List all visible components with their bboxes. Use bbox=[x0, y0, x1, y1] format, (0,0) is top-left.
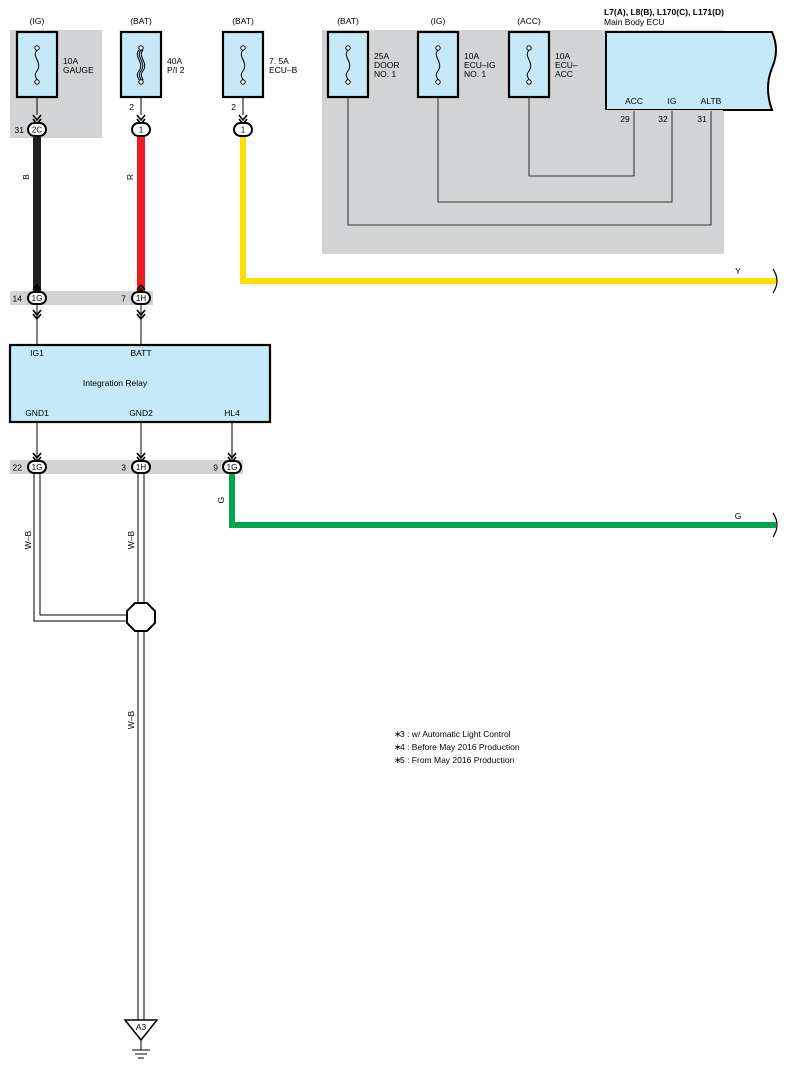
fuse-ecu-acc-rating: 10A bbox=[555, 51, 570, 61]
wire-label-wb-lower: W–B bbox=[126, 710, 136, 729]
wire-green bbox=[229, 473, 776, 528]
connector-2c: 2C 31 bbox=[15, 122, 47, 137]
connector-1h-7-pin: 7 bbox=[121, 294, 126, 304]
relay-pin-ig1: IG1 bbox=[30, 348, 44, 358]
fuse-pi2-pin: 2 bbox=[129, 102, 134, 112]
fuse-ecu-acc-supply: (ACC) bbox=[517, 16, 541, 26]
fuse-gauge-supply: (IG) bbox=[30, 16, 45, 26]
ecu-pin-altb-number: 31 bbox=[697, 114, 707, 124]
footnote-1-marker: ∗ bbox=[394, 729, 402, 739]
main-body-ecu: L7(A), L8(B), L170(C), L171(D) Main Body… bbox=[604, 7, 777, 136]
fuse-ecu-b: (BAT) 7. 5A ECU–B 2 bbox=[221, 16, 298, 115]
fuse-pi2-rating: 40A bbox=[167, 56, 182, 66]
footnote-3: 5 : From May 2016 Production bbox=[400, 755, 515, 765]
wire-label-green-vertical: G bbox=[216, 497, 226, 504]
wire-label-wb-mid: W–B bbox=[126, 530, 136, 549]
fuse-ecu-acc-name-line2: ACC bbox=[555, 69, 573, 79]
fuse-door-name-line1: DOOR bbox=[374, 60, 400, 70]
relay-pin-batt: BATT bbox=[130, 348, 151, 358]
footnote-1: 3 : w/ Automatic Light Control bbox=[400, 729, 511, 739]
connector-2c-pin: 31 bbox=[15, 125, 25, 135]
connector-2c-code: 2C bbox=[32, 126, 42, 135]
wire-label-yellow: Y bbox=[735, 266, 741, 276]
wire-label-red: R bbox=[125, 174, 135, 180]
fuse-door-no1: (BAT) 25A DOOR NO. 1 bbox=[326, 16, 400, 99]
ecu-circuit-lines bbox=[347, 97, 712, 226]
fuse-ecu-b-rating: 7. 5A bbox=[269, 56, 289, 66]
ecu-pin-ig-number: 32 bbox=[658, 114, 668, 124]
ecu-connector-codes: L7(A), L8(B), L170(C), L171(D) bbox=[604, 7, 724, 17]
fuse-gauge-rating: 10A bbox=[63, 56, 78, 66]
connector-1h-7: 1H 7 bbox=[121, 291, 151, 305]
relay-name: Integration Relay bbox=[83, 378, 148, 388]
footnotes: 3 : w/ Automatic Light Control 4 : Befor… bbox=[394, 729, 520, 765]
integration-relay: Integration Relay IG1 BATT GND1 GND2 HL4 bbox=[8, 343, 272, 424]
connector-1h-3-pin: 3 bbox=[121, 463, 126, 473]
fuse-ecu-acc: (ACC) 10A ECU– ACC bbox=[507, 16, 578, 99]
ground-point: A3 bbox=[123, 1019, 159, 1059]
fuse-pi2-name: P/I 2 bbox=[167, 65, 185, 75]
ecu-pin-ig-label: IG bbox=[668, 96, 677, 106]
relay-links bbox=[36, 305, 233, 460]
connector-ecub-code: 1 bbox=[241, 126, 246, 135]
ground-point-label: A3 bbox=[136, 1022, 147, 1032]
ecu-name: Main Body ECU bbox=[604, 17, 664, 27]
footnote-2-marker: ∗ bbox=[394, 742, 402, 752]
fuse-ecu-ig-name-line1: ECU–IG bbox=[464, 60, 496, 70]
wire-label-green: G bbox=[735, 511, 742, 521]
connector-pi2-1: 1 bbox=[131, 122, 151, 137]
ecu-pin-acc-number: 29 bbox=[620, 114, 630, 124]
connector-1g-22-pin: 22 bbox=[13, 463, 23, 473]
connector-band-low bbox=[10, 460, 243, 474]
connector-1g-22: 1G 22 bbox=[13, 460, 47, 474]
connector-1g-9: 1G 9 bbox=[213, 460, 242, 474]
wire-yellow bbox=[240, 137, 776, 284]
wire-green-break bbox=[772, 512, 778, 538]
connector-1h-3: 1H 3 bbox=[121, 460, 151, 474]
relay-pin-gnd2: GND2 bbox=[129, 408, 153, 418]
fuse-pi2: (BAT) 40A P/I 2 2 bbox=[119, 16, 185, 115]
fuse-ecu-acc-name-line1: ECU– bbox=[555, 60, 578, 70]
wire-label-wb-left: W–B bbox=[23, 530, 33, 549]
connector-pi2-code: 1 bbox=[139, 126, 144, 135]
connector-1g-9-code: 1G bbox=[227, 463, 238, 472]
wire-yellow-break bbox=[772, 268, 778, 294]
fuse-door-name-line2: NO. 1 bbox=[374, 69, 396, 79]
fuse-ecu-ig-rating: 10A bbox=[464, 51, 479, 61]
fuse-ecu-b-name: ECU–B bbox=[269, 65, 298, 75]
fuse-ecu-ig-name-line2: NO. 1 bbox=[464, 69, 486, 79]
connector-1g-9-pin: 9 bbox=[213, 463, 218, 473]
fuse-door-supply: (BAT) bbox=[337, 16, 359, 26]
connector-1h-7-code: 1H bbox=[136, 294, 146, 303]
connector-1h-3-code: 1H bbox=[136, 463, 146, 472]
ecu-pin-acc-label: ACC bbox=[625, 96, 643, 106]
connector-1g-14: 1G 14 bbox=[13, 291, 47, 305]
fuse-gauge: (IG) 10A GAUGE bbox=[15, 16, 94, 115]
fuse-door-rating: 25A bbox=[374, 51, 389, 61]
wire-label-black: B bbox=[21, 174, 31, 180]
fuse-ecu-ig-no1: (IG) 10A ECU–IG NO. 1 bbox=[416, 16, 496, 99]
connector-1g-14-code: 1G bbox=[32, 294, 43, 303]
footnote-2: 4 : Before May 2016 Production bbox=[400, 742, 520, 752]
relay-pin-gnd1: GND1 bbox=[25, 408, 49, 418]
fuse-pi2-supply: (BAT) bbox=[130, 16, 152, 26]
fuse-ecu-ig-supply: (IG) bbox=[431, 16, 446, 26]
connector-1g-22-code: 1G bbox=[32, 463, 43, 472]
fuse-ecu-b-pin: 2 bbox=[231, 102, 236, 112]
fuse-ecu-b-supply: (BAT) bbox=[232, 16, 254, 26]
relay-pin-hl4: HL4 bbox=[224, 408, 240, 418]
ground-splice-junction bbox=[126, 602, 156, 632]
connector-1g-14-pin: 14 bbox=[13, 294, 23, 304]
footnote-3-marker: ∗ bbox=[394, 755, 402, 765]
fuse-gauge-name: GAUGE bbox=[63, 65, 94, 75]
connector-ecub-1: 1 bbox=[233, 122, 253, 137]
ecu-pin-altb-label: ALTB bbox=[701, 96, 722, 106]
ground-wires bbox=[33, 474, 145, 1020]
plug-arrows bbox=[32, 114, 248, 464]
